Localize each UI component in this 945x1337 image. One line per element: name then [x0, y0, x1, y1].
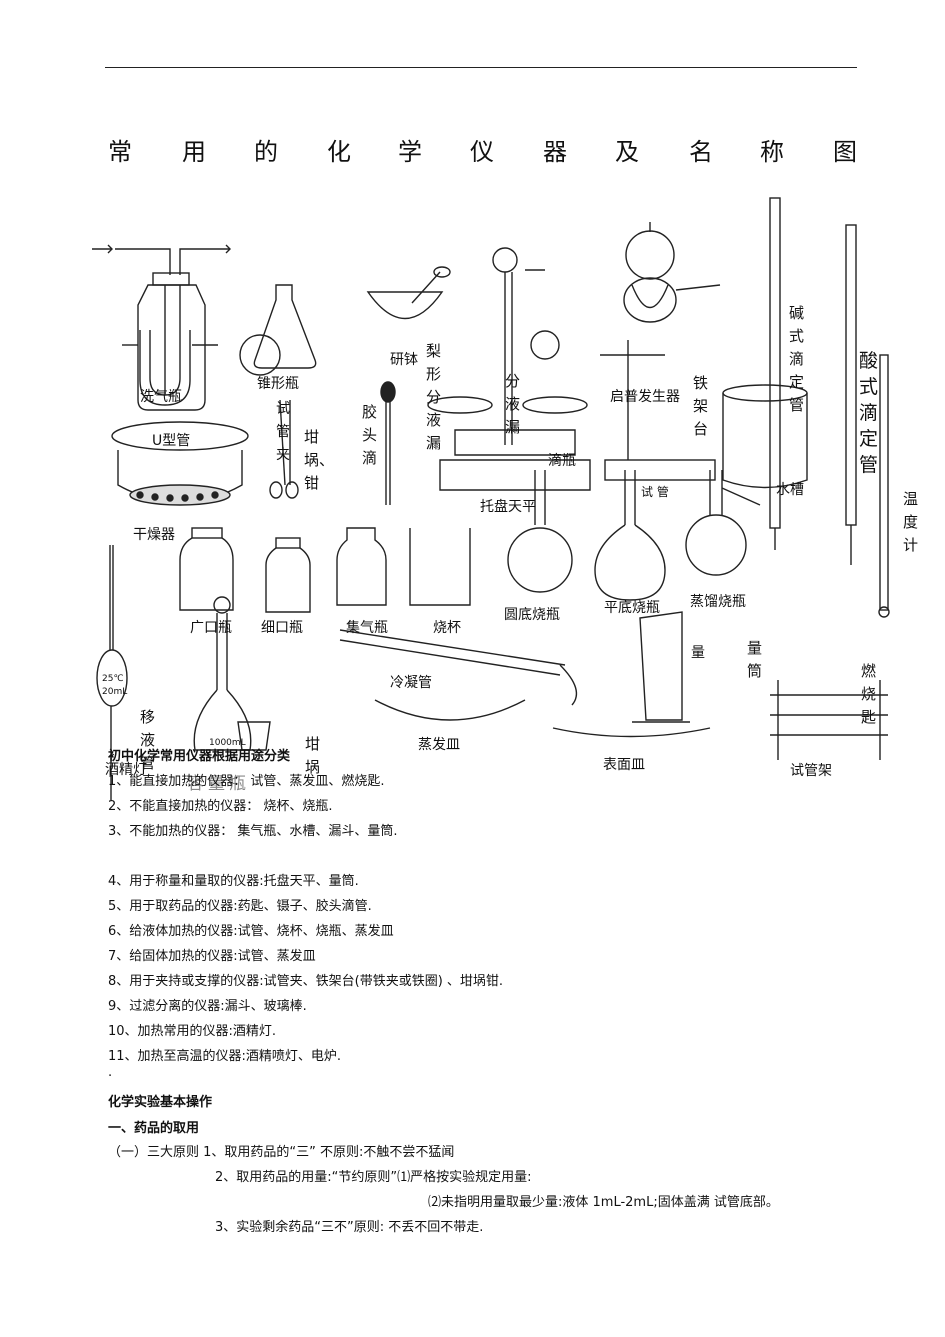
label-gas-jar: 集气瓶 [346, 620, 388, 636]
title-char: 常 [108, 138, 132, 166]
classification-item: 7、给固体加热的仪器:试管、蒸发皿 [108, 949, 316, 964]
label-test-tube-clamp: 试管夹 [276, 401, 290, 463]
title-char: 化 [327, 138, 351, 166]
label-distilling-flask: 蒸馏烧瓶 [690, 594, 746, 610]
label-thermometer: 温度计 [903, 490, 919, 554]
label-pear-funnel: 梨形分液漏 [426, 342, 442, 452]
mortar-drawing [366, 266, 451, 319]
title-char: 称 [760, 138, 784, 166]
label-evaporating-dish: 蒸发皿 [418, 737, 460, 753]
label-iron-stand: 铁架台 [693, 374, 709, 438]
title-char: 仪 [470, 138, 494, 166]
kipp-apparatus-drawing [623, 222, 721, 323]
label-flat-flask: 平底烧瓶 [604, 600, 660, 616]
label-dropping-bottle: 滴瓶 [548, 453, 576, 469]
watch-glass-drawing [552, 727, 711, 738]
label-test-tube-rack: 试管架 [790, 763, 832, 779]
classification-item: 8、用于夹持或支撑的仪器:试管夹、铁架台(带铁夹或铁圈) 、坩埚钳. [108, 974, 504, 989]
test-tube-rack-drawing [770, 680, 888, 760]
label-base-burette: 碱式滴定管 [789, 304, 805, 414]
classification-heading: 初中化学常用仪器根据用途分类 [108, 749, 291, 764]
label-alcohol-lamp: 酒精灯 [105, 762, 147, 778]
header-rule [105, 67, 857, 68]
label-narrow-mouth-bottle: 细口瓶 [261, 620, 303, 636]
stray-dot: . [108, 1065, 113, 1080]
classification-item: 6、给液体加热的仪器:试管、烧杯、烧瓶、蒸发皿 [108, 924, 394, 939]
label-measuring-cup: 量 [691, 645, 705, 661]
label-dropper: 胶头滴 [362, 403, 378, 467]
desiccator-drawing [111, 421, 249, 506]
label-acid-burette: 酸式滴定管 [859, 350, 879, 476]
classification-item: 11、加热至高温的仪器:酒精喷灯、电炉. [108, 1049, 342, 1064]
principle-line-4: 3、实验剩余药品“三不”原则: 不丢不回不带走. [215, 1220, 484, 1235]
classification-item: 5、用于取药品的仪器:药匙、镊子、胶头滴管. [108, 899, 372, 914]
classification-item: 1、能直接加热的仪器： 试管、蒸发皿、燃烧匙. [108, 774, 385, 789]
volumetric-flask-drawing [193, 596, 252, 751]
label-water-trough: 水槽 [776, 482, 804, 498]
title-char: 的 [254, 138, 278, 166]
label-beaker: 烧杯 [433, 620, 461, 636]
label-crucible-tongs: 坩埚、钳 [304, 428, 335, 492]
label-gas-washing-bottle: 洗气瓶 [140, 389, 182, 405]
title-char: 器 [543, 138, 567, 166]
principle-line-2: 2、取用药品的用量:“节约原则”⑴严格按实验规定用量: [215, 1170, 532, 1185]
classification-item: 2、不能直接加热的仪器： 烧杯、烧瓶. [108, 799, 333, 814]
title-char: 学 [398, 138, 422, 166]
label-balance: 托盘天平 [480, 499, 536, 515]
label-combustion-spoon: 燃烧匙 [861, 662, 877, 726]
operations-heading: 化学实验基本操作 [108, 1095, 213, 1110]
gas-washing-bottle-drawing [92, 244, 231, 411]
condenser-drawing [339, 629, 578, 706]
title-char: 及 [615, 138, 639, 166]
measuring-cylinder-drawing [632, 611, 690, 723]
label-conical-flask: 锥形瓶 [257, 376, 299, 392]
balance-drawing [427, 330, 591, 491]
label-pipette: 移液管 [140, 708, 156, 772]
label-condenser: 冷凝管 [390, 675, 432, 691]
label-desiccator: 干燥器 [133, 527, 175, 543]
principle-line-3: ⑵未指明用量取最少量:液体 1mL-2mL;固体盖满 试管底部。 [428, 1195, 779, 1210]
volumetric-flask-mark: 1000mL [209, 738, 246, 748]
label-u-tube: U型管 [152, 433, 191, 449]
classification-item: 4、用于称量和量取的仪器:托盘天平、量筒. [108, 874, 359, 889]
title-char: 用 [182, 138, 206, 166]
classification-item: 10、加热常用的仪器:酒精灯. [108, 1024, 277, 1039]
classification-item: 9、过滤分离的仪器:漏斗、玻璃棒. [108, 999, 307, 1014]
flasks-drawing [507, 470, 761, 601]
pipette-mark-temp: 25℃ [102, 674, 124, 684]
evaporating-dish-drawing [374, 699, 526, 721]
water-trough-drawing [722, 384, 808, 489]
label-volumetric-flask: 容量瓶 [187, 774, 250, 794]
section-reagent-handling: 一、药品的取用 [108, 1121, 200, 1136]
title-char: 名 [689, 138, 713, 166]
label-crucible: 坩埚 [305, 735, 321, 776]
classification-item: 3、不能加热的仪器： 集气瓶、水槽、漏斗、量筒. [108, 824, 398, 839]
principle-line-1: （一）三大原则 1、取用药品的“三” 不原则:不触不尝不猛闻 [108, 1145, 455, 1160]
pipette-mark-volume: 20mL [102, 687, 128, 697]
dropper-drawing [380, 381, 396, 505]
tongs-drawing [269, 399, 299, 499]
small-flask-drawing [239, 334, 281, 376]
label-kipp-apparatus: 启普发生器 [610, 389, 680, 405]
burette-drawing [769, 197, 890, 618]
iron-stand-drawing [600, 340, 716, 481]
apparatus-illustrations [92, 197, 890, 800]
crucible-drawing [237, 721, 271, 751]
bottles-drawing [179, 527, 471, 613]
label-test-tube: 试 管 [641, 485, 669, 499]
pipette-drawing [96, 545, 128, 800]
label-measuring-cylinder: 量筒 [747, 639, 763, 680]
label-wide-mouth-bottle: 广口瓶 [190, 620, 232, 636]
label-round-flask: 圆底烧瓶 [504, 607, 560, 623]
conical-flask-drawing [253, 284, 317, 369]
u-tube-drawing [122, 330, 218, 406]
label-mortar: 研钵 [390, 352, 418, 368]
separatory-funnel-drawing [492, 247, 545, 445]
label-watch-glass: 表面皿 [603, 757, 645, 773]
label-separatory-funnel: 分液漏 [505, 372, 521, 436]
title-char: 图 [833, 138, 857, 166]
